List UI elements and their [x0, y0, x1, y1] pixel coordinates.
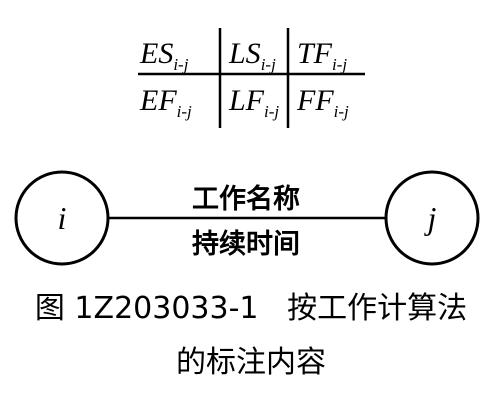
legend-cell-ff: FFi-j	[296, 84, 349, 121]
legend-cell-es-main: ES	[139, 37, 173, 70]
legend-cell-ff-main: FF	[296, 84, 334, 117]
start-node-label: i	[58, 200, 67, 236]
legend-cell-lf-sub: i-j	[264, 102, 279, 121]
end-node-label: j	[424, 200, 437, 236]
legend-cell-ef-sub: i-j	[177, 102, 192, 121]
legend-cell-ff-sub: i-j	[334, 102, 349, 121]
start-node-circle	[14, 170, 110, 266]
end-node-circle	[384, 170, 480, 266]
legend-table	[138, 28, 365, 128]
legend-cell-es-sub: i-j	[173, 55, 188, 74]
legend-cell-ls: LSi-j	[228, 37, 276, 74]
caption-line-1: 图 1Z203033-1 按工作计算法	[35, 291, 467, 326]
legend-cell-tf-main: TF	[297, 37, 333, 70]
legend-cell-tf-sub: i-j	[332, 55, 347, 74]
legend-cell-tf: TFi-j	[297, 37, 347, 74]
legend-cell-es: ESi-j	[139, 37, 189, 74]
legend-cell-lf-main: LF	[228, 84, 265, 117]
caption-line-2: 的标注内容	[176, 345, 326, 380]
activity-duration-label: 持续时间	[192, 229, 300, 260]
legend-cell-ls-sub: i-j	[261, 55, 276, 74]
legend-cell-lf: LFi-j	[228, 84, 279, 121]
legend-cell-ls-main: LS	[228, 37, 261, 70]
legend-cell-ef-main: EF	[139, 84, 177, 117]
legend-cell-ef: EFi-j	[139, 84, 192, 121]
activity-name-label: 工作名称	[192, 183, 300, 215]
